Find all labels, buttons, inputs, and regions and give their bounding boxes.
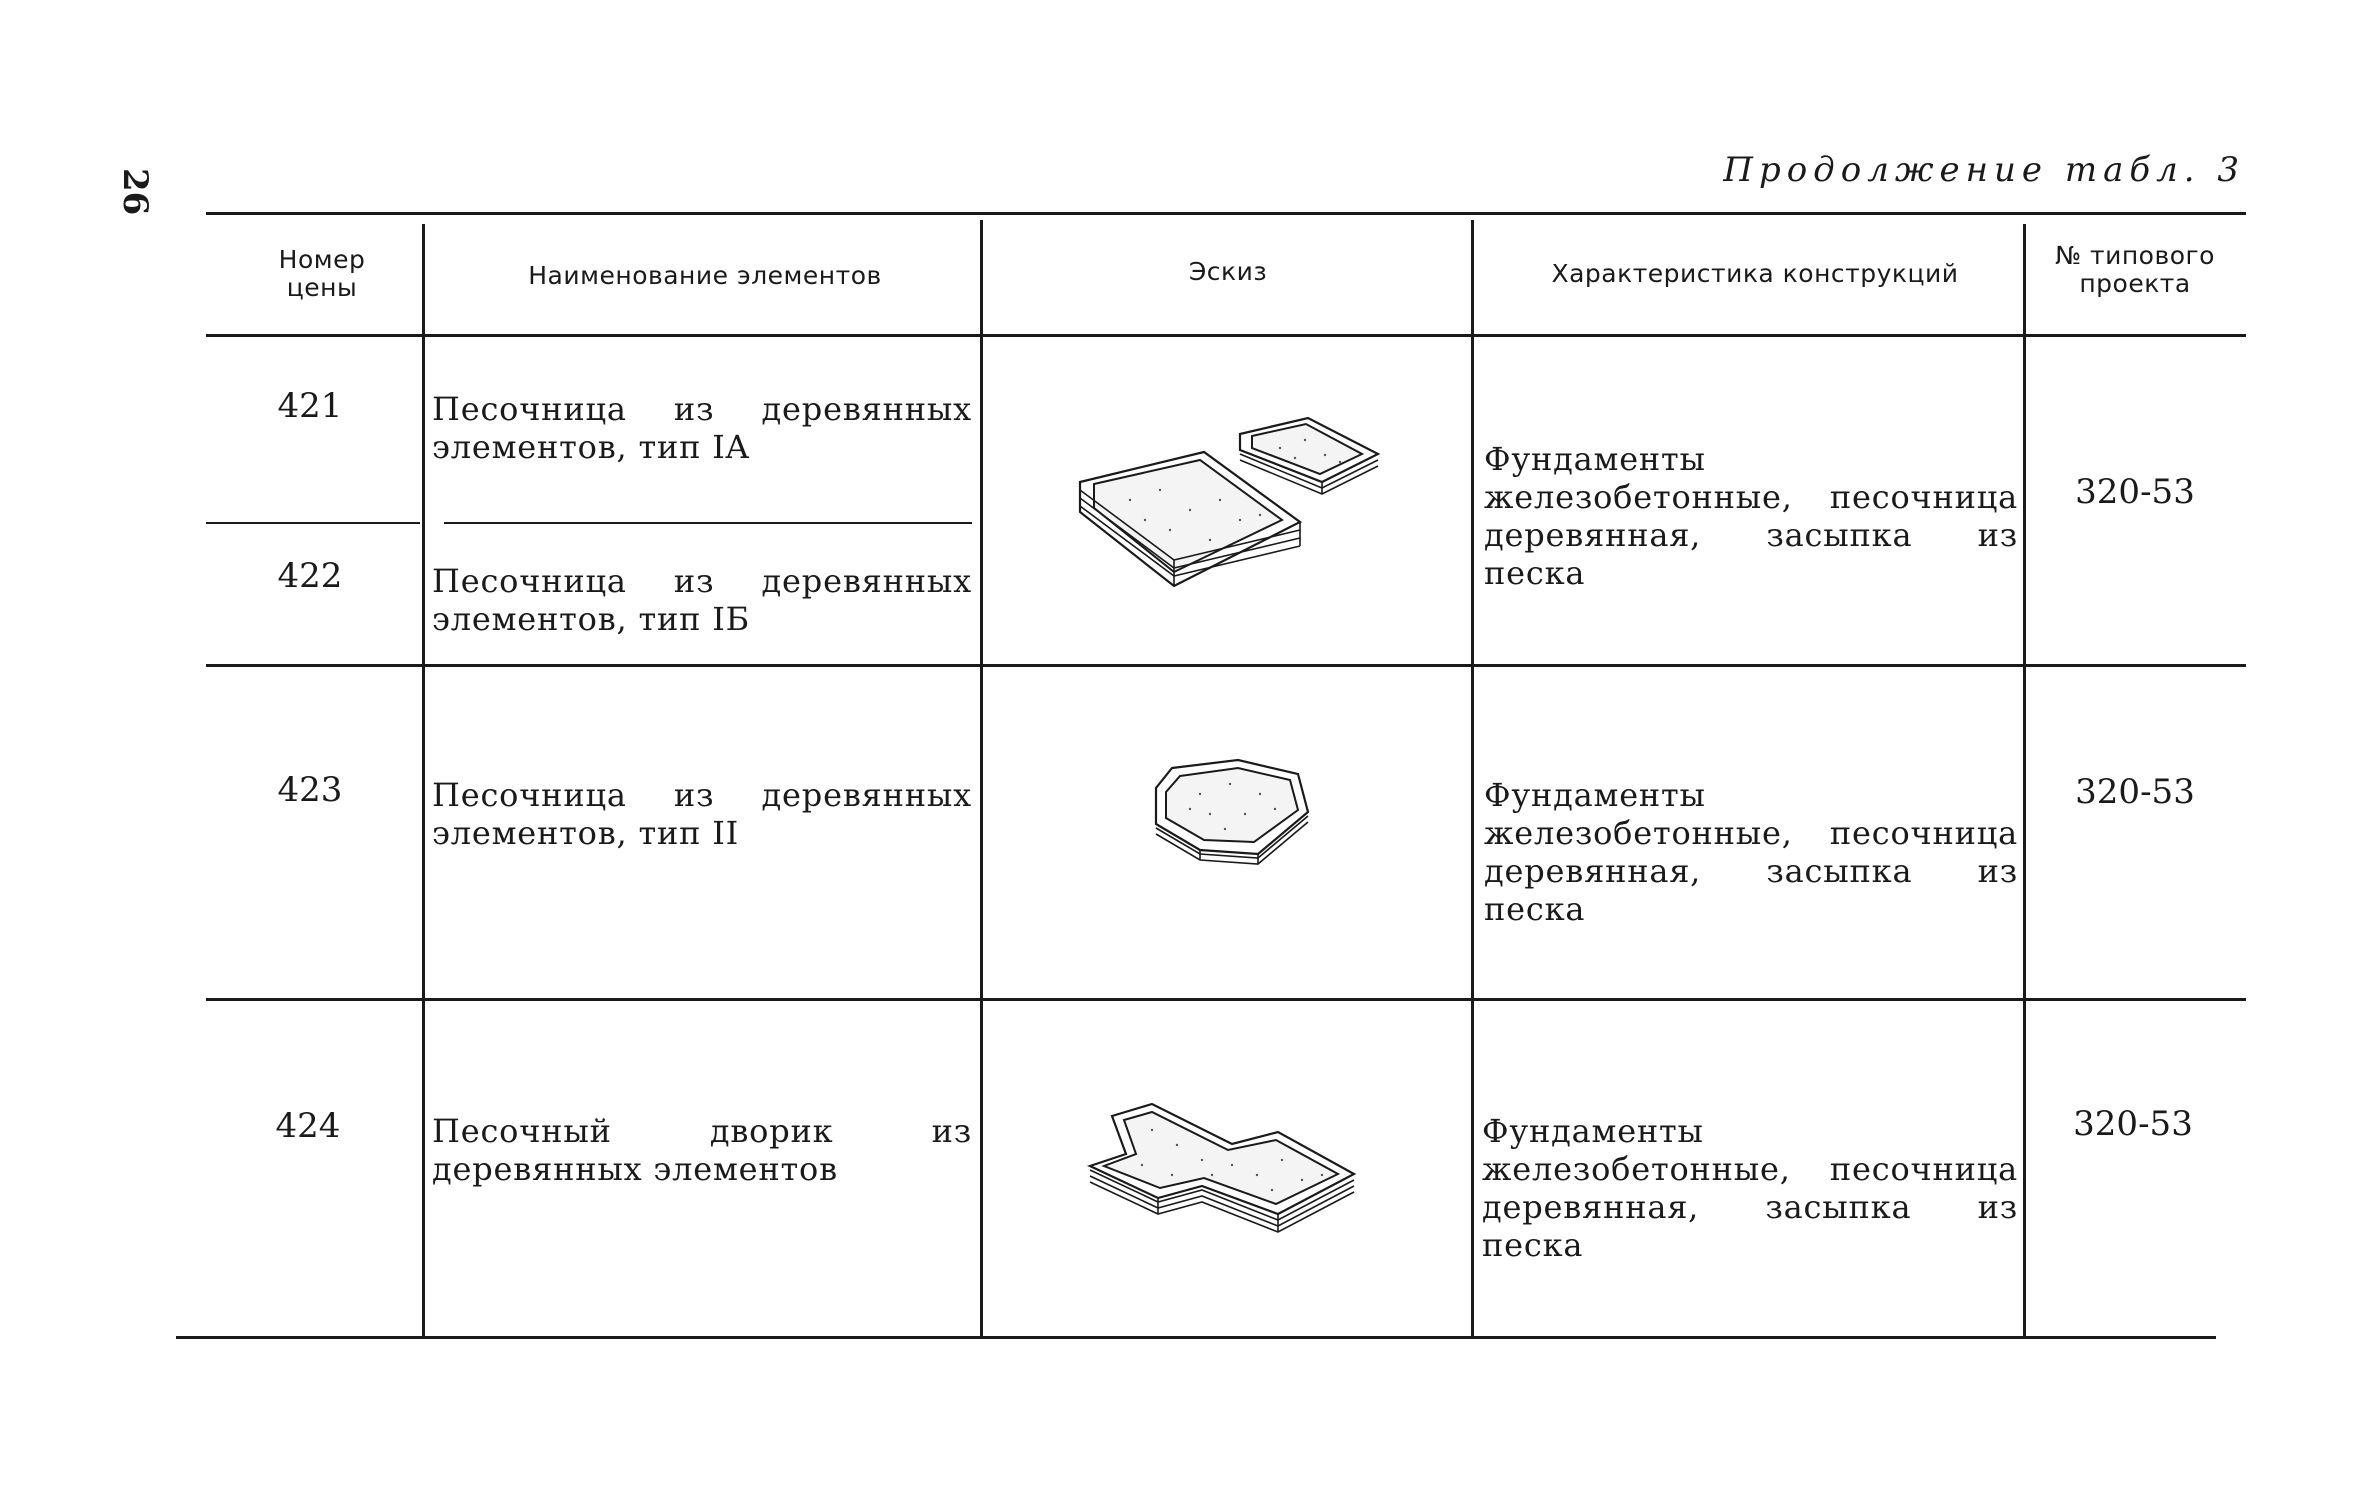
- row-421-characteristics: Фундаменты железобетонные, песочница дер…: [1484, 440, 2018, 592]
- row-sub-separator: [206, 522, 420, 524]
- row-421-num: 421: [277, 386, 343, 426]
- row-423-name: Песочница из деревянных элементов, тип I…: [432, 776, 972, 852]
- sandbox-hexagon-icon: [1154, 758, 1310, 865]
- row-423-project: 320-53: [2075, 772, 2195, 812]
- row-422-num: 422: [277, 556, 343, 596]
- row-separator: [206, 664, 2246, 667]
- row-423-num: 423: [277, 770, 343, 810]
- table-top-rule: [206, 212, 2246, 215]
- row-422-name: Песочница из деревянных элементов, тип I…: [432, 562, 972, 638]
- table-continued-label: Продолжение табл. 3: [1723, 150, 2245, 190]
- row-424-project: 320-53: [2073, 1104, 2193, 1144]
- col-divider: [980, 220, 983, 1336]
- header-sketch: Эскиз: [1188, 257, 1268, 286]
- row-424-name: Песочный дворик из деревянных элементов: [432, 1112, 972, 1188]
- table-bottom-rule: [176, 1336, 2216, 1339]
- row-424-num: 424: [275, 1106, 341, 1146]
- row-424-characteristics: Фундаменты железобетонные, песочница дер…: [1482, 1112, 2018, 1264]
- col-divider: [422, 224, 425, 1336]
- row-sub-separator: [444, 522, 972, 524]
- row-421-name: Песочница из деревянных элементов, тип I…: [432, 390, 972, 466]
- row-421-project: 320-53: [2075, 472, 2195, 512]
- header-name: Наименование элементов: [528, 261, 882, 290]
- sandbox-cross-icon: [1087, 1102, 1357, 1233]
- header-project: № типового проекта: [2055, 241, 2215, 298]
- col-divider: [1471, 220, 1474, 1336]
- page-number: 26: [115, 168, 155, 216]
- header-price-no: Номер цены: [278, 245, 366, 302]
- header-characteristics: Характеристика конструкций: [1551, 259, 1959, 288]
- header-bottom-rule: [206, 334, 2246, 337]
- row-423-characteristics: Фундаменты железобетонные, песочница дер…: [1484, 776, 2018, 928]
- col-divider: [2023, 224, 2026, 1336]
- sandbox-square-icon: [1078, 416, 1381, 588]
- row-separator: [206, 998, 2246, 1001]
